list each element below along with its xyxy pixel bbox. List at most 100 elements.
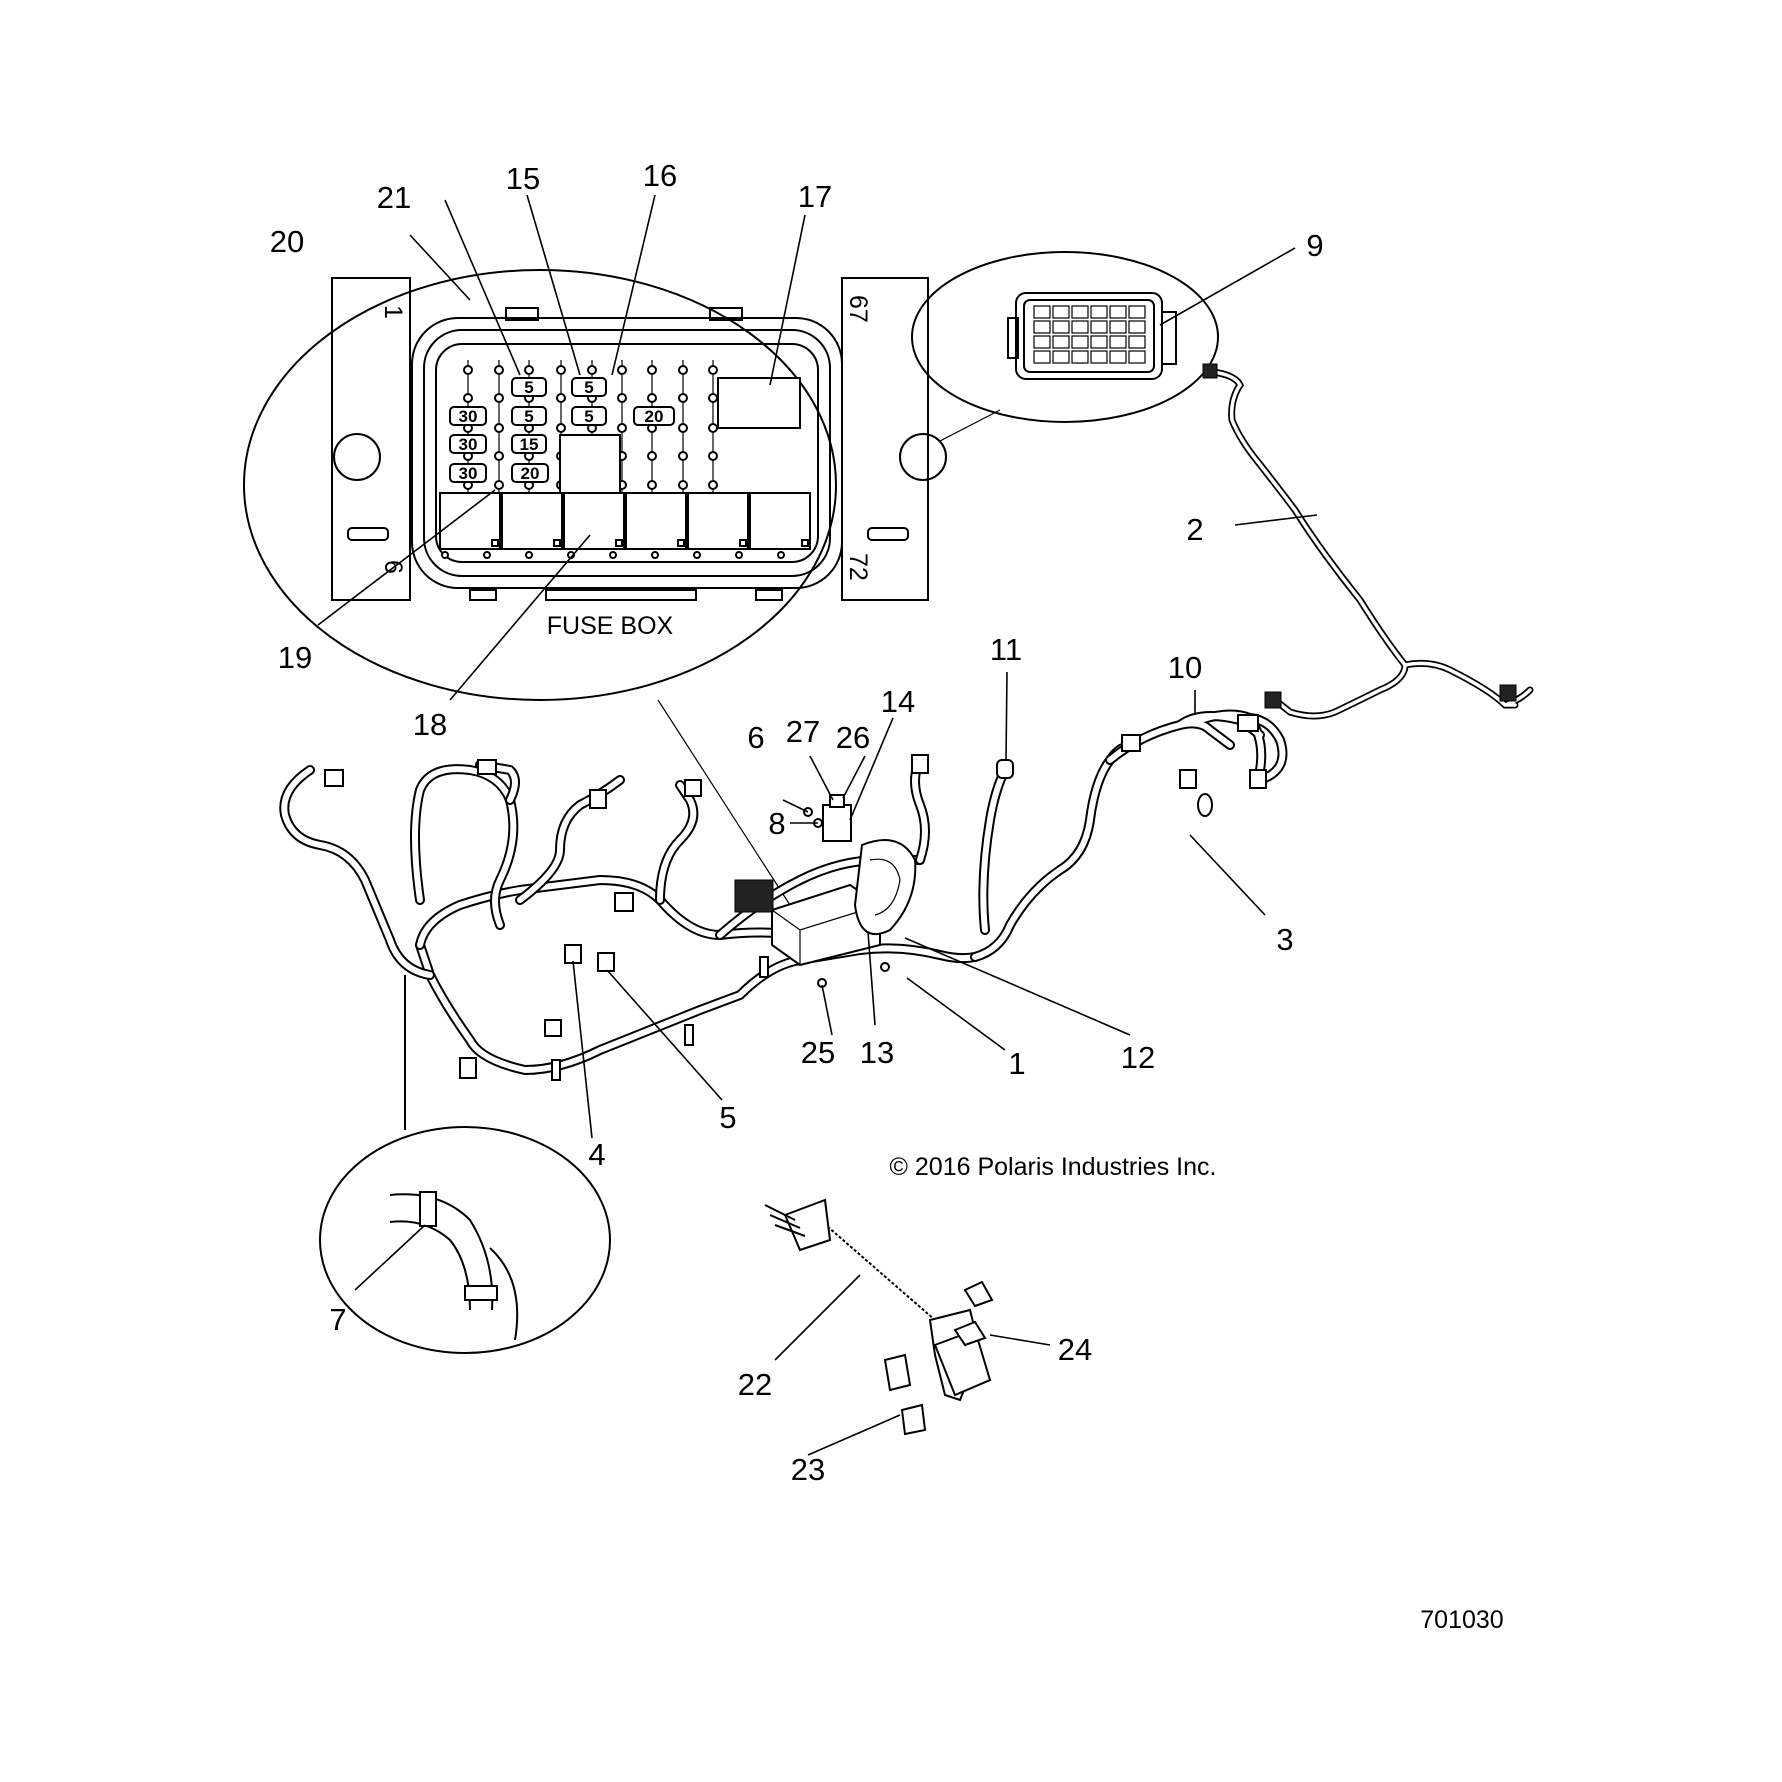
callout-16: 16 [643,158,677,193]
cover-label-cell [1033,335,1051,349]
bottom-tab-1 [469,589,497,601]
pin-label-1: 1 [379,305,407,319]
fuse-box-housing-mid [423,329,831,577]
housing-rivet [609,551,617,559]
pin-label-67: 67 [844,295,872,323]
clip-2 [551,1059,561,1081]
relay [563,492,625,550]
bottom-tab-2 [545,589,697,601]
callout-6: 6 [747,720,764,755]
screw-25b [880,962,890,972]
fuse-box-cover-inset [911,251,1219,442]
clip-1 [684,1024,694,1046]
fuse-30b-rating: 30 [459,435,478,454]
fuse-module-12 [734,879,881,967]
tail-harness-plug [783,1198,832,1252]
fuse-30c: 30 [449,463,487,483]
callout-numbers: 20 21 15 16 17 9 2 19 18 11 10 14 27 26 … [270,158,1324,1487]
front-harness [910,709,1288,962]
leader-14 [849,717,894,821]
terminal-contact [494,451,504,461]
terminal-contact [556,393,566,403]
fuse-module-connector [734,879,774,913]
callout-15: 15 [506,161,540,196]
relay [625,492,687,550]
fuse-box-housing-inner [435,343,819,563]
leader-11 [1005,671,1008,761]
leader-3 [1189,834,1266,916]
relay-pin [615,539,623,547]
fuse-5c-rating: 5 [584,378,593,397]
terminal-contact [617,393,627,403]
terminal-contact [708,365,718,375]
terminal-contact [708,423,718,433]
front-harness-branch-11-core [980,767,1008,933]
terminal-contact [678,480,688,490]
clip-detail-ellipse [319,1126,611,1354]
callout-8: 8 [768,806,785,841]
leader-18 [449,534,591,701]
cover-label-cell [1071,305,1089,319]
connector-mid-2 [544,1019,562,1037]
cover-label-cell [1128,335,1146,349]
cover-label-cell [1128,305,1146,319]
figure-number: 701030 [1420,1606,1503,1634]
terminal-contact [678,365,688,375]
tail-harness-pins [764,1204,806,1237]
fuse-20b-rating: 20 [645,407,664,426]
leader-22 [774,1274,861,1361]
terminal-contact [556,423,566,433]
cover-label-cell [1090,335,1108,349]
cover-label-cell [1109,350,1127,364]
cover-label-cell [1090,320,1108,334]
leader-7 [354,1224,426,1291]
terminal-contact [494,480,504,490]
callout-24: 24 [1058,1332,1092,1367]
connector-mid-1 [614,892,634,912]
leader-6 [782,799,809,813]
connector-front-1 [911,754,929,774]
relay-square-center [559,434,621,494]
leader-13 [867,931,876,1026]
fuse-30c-rating: 30 [459,464,478,483]
callout-1: 1 [1008,1046,1025,1081]
fuse-box-left-flange [331,277,411,601]
fuse-box-housing-outer [411,317,843,589]
relay-pin [491,539,499,547]
relay-bracket [803,794,852,842]
fuse-box-right-flange [841,277,929,601]
callout-2: 2 [1186,512,1203,547]
terminal-contact [463,393,473,403]
grommet-13 [853,839,917,936]
relay-pin [739,539,747,547]
grommet-outer [853,839,917,936]
terminal-contact [708,480,718,490]
fuse-20a-rating: 20 [521,464,540,483]
relay-large-top-right [717,377,801,429]
harness-left-loop [279,765,435,980]
pin-label-72: 72 [844,553,872,581]
connector-11 [996,759,1014,779]
connector-front-5 [1179,769,1197,789]
harness-left-loop-core [281,767,433,978]
leader-23 [807,1414,901,1456]
relay [687,492,749,550]
front-harness-branch-10-core [1107,711,1286,783]
left-mount-hole [333,433,381,481]
clip-detail-band-1 [419,1191,437,1227]
fuse-30b: 30 [449,434,487,454]
fuse-20b: 20 [633,406,675,426]
cover-label-cell [1128,350,1146,364]
leader-19 [317,489,496,626]
cover-label-cell [1071,335,1089,349]
leader-27 [809,755,834,801]
fuse-box-caption: FUSE BOX [547,612,674,640]
leader-24 [989,1334,1051,1346]
fuse-5a: 5 [511,377,547,397]
callout-12: 12 [1121,1040,1155,1075]
callout-9: 9 [1306,228,1323,263]
right-mount-hole [899,433,947,481]
fuse-box-ellipse [243,269,837,701]
harness-mid-branch-core [657,782,697,903]
roof-connector-top [1202,363,1218,379]
